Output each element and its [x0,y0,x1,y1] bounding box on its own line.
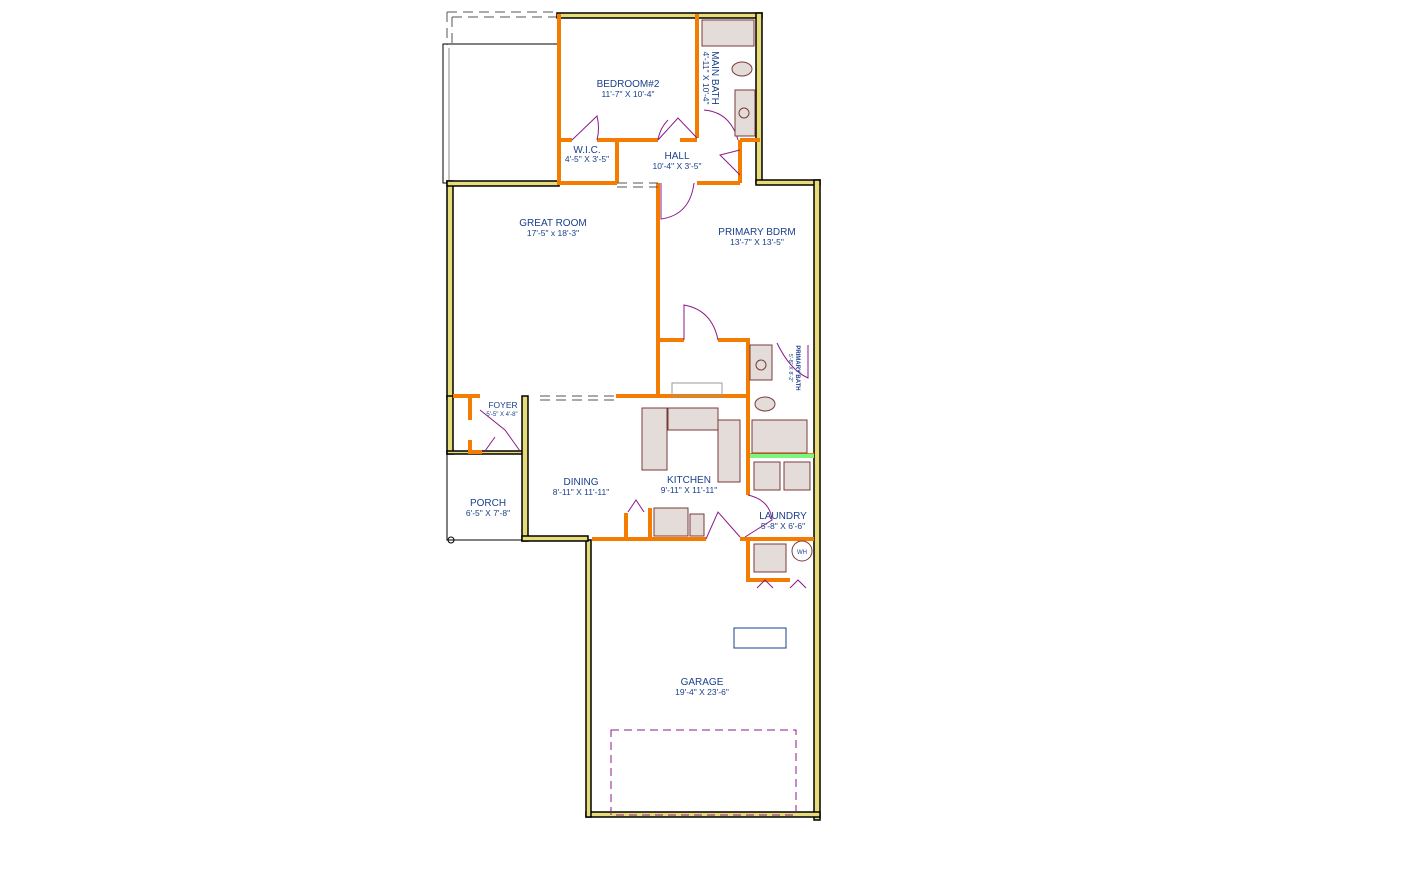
svg-text:8'-11" X 11'-11": 8'-11" X 11'-11" [553,487,610,497]
svg-text:5'-8" X 6'-6": 5'-8" X 6'-6" [761,521,805,531]
svg-text:11'-7" X 10'-4": 11'-7" X 10'-4" [601,89,654,99]
room-primary-bath: PRIMARY BATH 5'-8" X 8'-2" [787,345,800,390]
fixtures [610,19,811,816]
svg-text:FOYER: FOYER [488,400,517,410]
svg-text:WH: WH [797,550,807,556]
room-garage: GARAGE 19'-4" X 23'-6" [675,677,729,697]
svg-text:PRIMARY BATH: PRIMARY BATH [794,345,800,390]
svg-text:MAIN BATH: MAIN BATH [709,51,720,105]
svg-text:6'-5" X 7'-8": 6'-5" X 7'-8" [466,508,510,518]
svg-text:DINING: DINING [564,477,599,488]
svg-text:19'-4" X 23'-6": 19'-4" X 23'-6" [675,687,729,697]
room-hall: HALL 10'-4" X 3'-5" [653,151,702,171]
svg-text:GARAGE: GARAGE [681,677,724,688]
room-bedroom-2: BEDROOM#2 11'-7" X 10'-4" [597,79,660,99]
room-great-room: GREAT ROOM 17'-5" x 18'-3" [519,218,586,238]
garage-note-box [733,627,787,649]
room-laundry: LAUNDRY 5'-8" X 6'-6" [759,511,807,531]
room-primary-bdrm: PRIMARY BDRM 13'-7" X 13'-5" [718,227,795,247]
room-kitchen: KITCHEN 9'-11" X 11'-11" [661,475,718,495]
svg-text:10'-4" X 3'-5": 10'-4" X 3'-5" [653,161,702,171]
room-wic: W.I.C. 4'-5" X 3'-5" [565,145,609,164]
svg-text:PRIMARY BDRM: PRIMARY BDRM [718,227,795,238]
room-foyer: FOYER 5'-5" X 4'-8" [486,400,517,418]
svg-text:17'-5" x 18'-3": 17'-5" x 18'-3" [527,228,579,238]
svg-text:HALL: HALL [664,151,689,162]
svg-text:KITCHEN: KITCHEN [667,475,711,486]
room-dining: DINING 8'-11" X 11'-11" [553,477,610,497]
room-porch: PORCH 6'-5" X 7'-8" [466,498,510,518]
svg-text:13'-7" X 13'-5": 13'-7" X 13'-5" [730,237,784,247]
room-main-bath: MAIN BATH 4'-11" X 10'-4" [701,51,720,105]
interior-walls [453,14,814,582]
svg-text:5'-5" X 4'-8": 5'-5" X 4'-8" [486,412,517,418]
svg-text:PORCH: PORCH [470,498,506,509]
svg-text:LAUNDRY: LAUNDRY [759,511,807,522]
svg-text:4'-11" X 10'-4": 4'-11" X 10'-4" [701,51,711,104]
exterior-walls [446,12,821,821]
svg-text:GREAT ROOM: GREAT ROOM [519,218,586,229]
patio-outline [442,11,560,184]
svg-text:4'-5" X 3'-5": 4'-5" X 3'-5" [565,154,609,164]
svg-text:9'-11" X 11'-11": 9'-11" X 11'-11" [661,485,718,495]
svg-text:W.I.C.: W.I.C. [573,145,600,156]
water-heater: WH [791,540,813,562]
porch-outline [446,454,522,541]
opening-lines [540,182,658,401]
svg-text:BEDROOM#2: BEDROOM#2 [597,79,660,90]
svg-text:5'-8" X 8'-2": 5'-8" X 8'-2" [787,354,793,383]
